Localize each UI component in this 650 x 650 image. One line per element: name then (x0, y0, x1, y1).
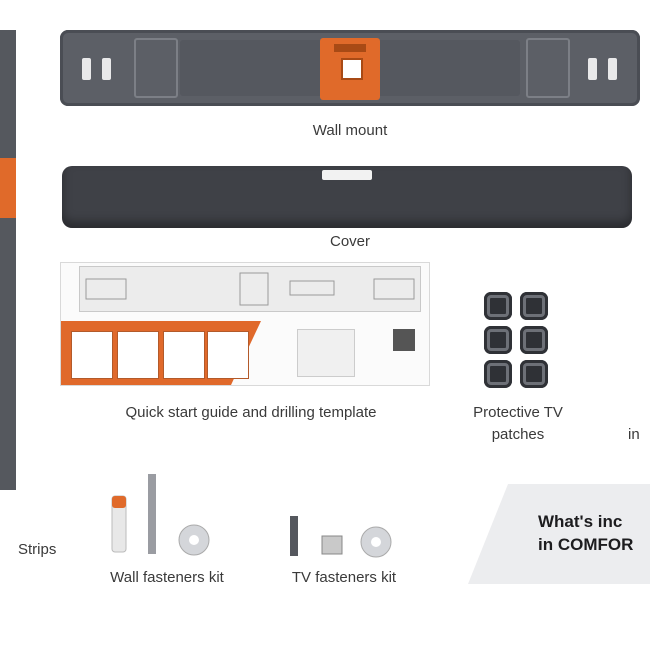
orange-hook (320, 38, 380, 100)
partial-label: in (628, 426, 640, 443)
tv-fasteners-image (290, 516, 392, 558)
cover-label: Cover (329, 233, 370, 250)
wall-fasteners-image (111, 474, 210, 556)
template-markings (85, 272, 415, 306)
wall-mount-label: Wall mount (312, 122, 388, 139)
banner-line-2: in COMFOR (538, 535, 634, 554)
slot (588, 58, 597, 80)
strips-label: Strips (18, 541, 57, 558)
drilling-template-image (60, 262, 430, 386)
wall-fasteners-label: Wall fasteners kit (110, 569, 224, 586)
bracket-orange-part (0, 158, 16, 218)
mount-plate (526, 38, 570, 98)
template-label: Quick start guide and drilling template (125, 404, 377, 421)
vertical-bracket (0, 30, 16, 490)
qr-code-icon (393, 329, 415, 351)
patches-label-line1: Protective TV (473, 404, 563, 421)
banner-text: What's inc in COMFOR (538, 510, 633, 556)
template-strip (79, 266, 421, 312)
slot (82, 58, 91, 80)
slot (608, 58, 617, 80)
mount-plate (134, 38, 178, 98)
guide-photo (297, 329, 355, 377)
protective-patches-image (484, 292, 552, 392)
patches-label-line2: patches (491, 426, 545, 443)
tv-fasteners-label: TV fasteners kit (291, 569, 397, 586)
slot (102, 58, 111, 80)
cover-image (62, 166, 632, 228)
banner-line-1: What's inc (538, 512, 623, 531)
